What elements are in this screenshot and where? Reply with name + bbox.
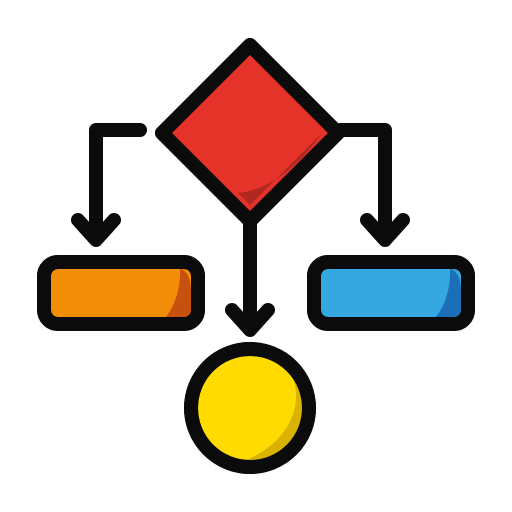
left-process-box	[37, 255, 205, 331]
center-arrow-head-icon	[225, 303, 275, 337]
terminal-circle	[184, 342, 316, 474]
decision-diamond	[155, 38, 345, 228]
left-process-box-shade	[165, 268, 191, 318]
decision-diamond-shade	[238, 133, 322, 205]
terminal-circle-shade	[240, 360, 306, 463]
right-process-box	[307, 255, 475, 331]
connector-lines	[89, 123, 392, 333]
right-process-box-shade	[435, 268, 461, 318]
arrow-heads	[71, 213, 410, 337]
left-connector-line	[89, 123, 147, 243]
right-arrow-head-icon	[360, 213, 410, 247]
left-arrow-head-icon	[71, 213, 121, 247]
right-connector-line	[333, 123, 392, 243]
